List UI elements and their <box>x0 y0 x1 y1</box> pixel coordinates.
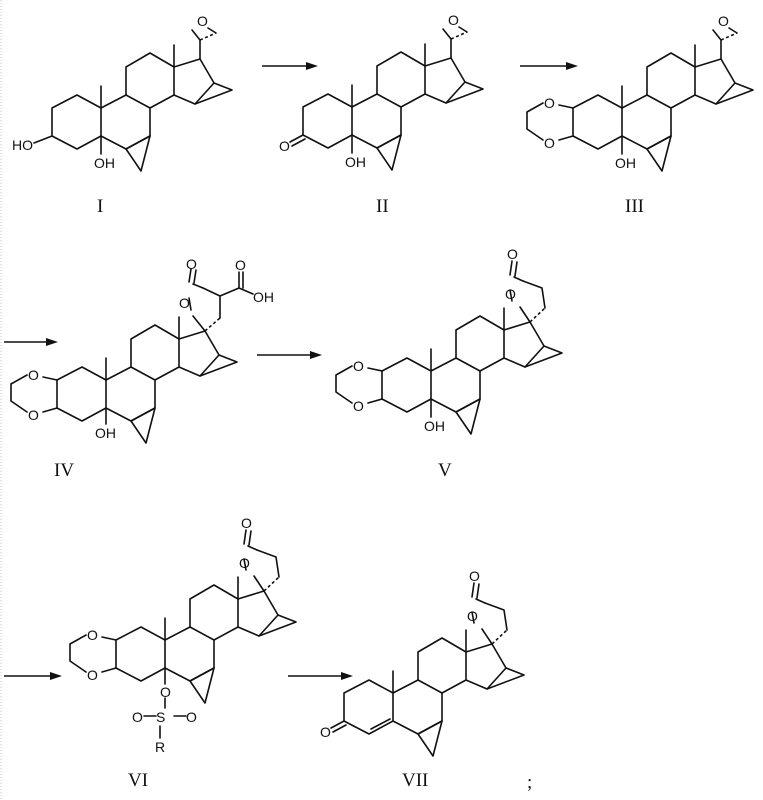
arrow-6 <box>288 672 353 680</box>
atom-ketal-o2: O <box>544 135 555 151</box>
atom-lactone-carbonyl-o: O <box>241 515 252 531</box>
atom-hydroxyl-5: OH <box>345 154 366 170</box>
atom-hydroxyl-5: OH <box>94 155 115 171</box>
label-compound-iv: IV <box>54 460 74 481</box>
compound-vi: O O O S O O R O O <box>69 515 297 755</box>
atom-ketal-o1: O <box>353 358 364 374</box>
atom-lactone-ring-o: O <box>467 608 478 624</box>
compound-i: HO OH O <box>12 13 233 172</box>
compound-ii: O OH O <box>279 12 484 171</box>
label-compound-i: I <box>97 196 103 217</box>
label-compound-v: V <box>438 460 452 481</box>
atom-lactone-ring-o: O <box>505 286 516 302</box>
atom-lactone-ring-o: O <box>179 295 190 311</box>
atom-lactone-carbonyl-o: O <box>507 246 518 262</box>
label-compound-ii: II <box>376 196 389 217</box>
atom-sulfur: S <box>156 709 165 725</box>
atom-hydroxyl-5: OH <box>615 155 636 171</box>
compound-vii: O O O <box>320 568 525 757</box>
atom-ester-o: O <box>160 684 171 700</box>
atom-hydroxyl-3: HO <box>12 137 33 153</box>
label-compound-vi: VI <box>128 770 148 791</box>
atom-ketal-o1: O <box>544 95 555 111</box>
label-compound-iii: III <box>625 196 644 217</box>
atom-ketal-o2: O <box>87 667 98 683</box>
atom-ketal-o1: O <box>28 367 39 383</box>
atom-sulfonyl-o1: O <box>132 709 143 725</box>
arrow-4 <box>257 351 322 359</box>
arrow-5 <box>4 672 62 680</box>
arrow-3 <box>4 338 58 346</box>
compound-iii: O O OH O <box>526 13 754 172</box>
atom-ketal-o2: O <box>28 407 39 423</box>
atom-epoxide-o: O <box>197 13 208 29</box>
atom-ketal-o2: O <box>353 398 364 414</box>
atom-lactone-ring-o: O <box>239 555 250 571</box>
atom-hydroxyl-5: OH <box>424 418 445 434</box>
compound-v: O O OH O O <box>335 246 563 435</box>
atom-epoxide-o: O <box>448 12 459 28</box>
compound-iv: O O OH O O O OH <box>10 256 274 444</box>
atom-ketal-o1: O <box>87 627 98 643</box>
atom-hydroxyl-5: OH <box>95 425 116 441</box>
arrow-2 <box>520 62 578 70</box>
atom-epoxide-o: O <box>718 13 729 29</box>
atom-acid-carbonyl-o: O <box>235 257 246 273</box>
atom-ketone-o: O <box>279 138 290 154</box>
atom-r-group: R <box>155 739 165 755</box>
atom-ketone-o: O <box>320 724 331 740</box>
atom-acid-oh: OH <box>253 289 274 305</box>
atom-sulfonyl-o2: O <box>186 709 197 725</box>
arrow-1 <box>262 62 318 70</box>
trailing-semicolon: ; <box>527 772 532 793</box>
label-compound-vii: VII <box>402 770 428 791</box>
atom-lactone-carbonyl-o: O <box>469 568 480 584</box>
atom-lactone-carbonyl-o: O <box>186 256 197 272</box>
